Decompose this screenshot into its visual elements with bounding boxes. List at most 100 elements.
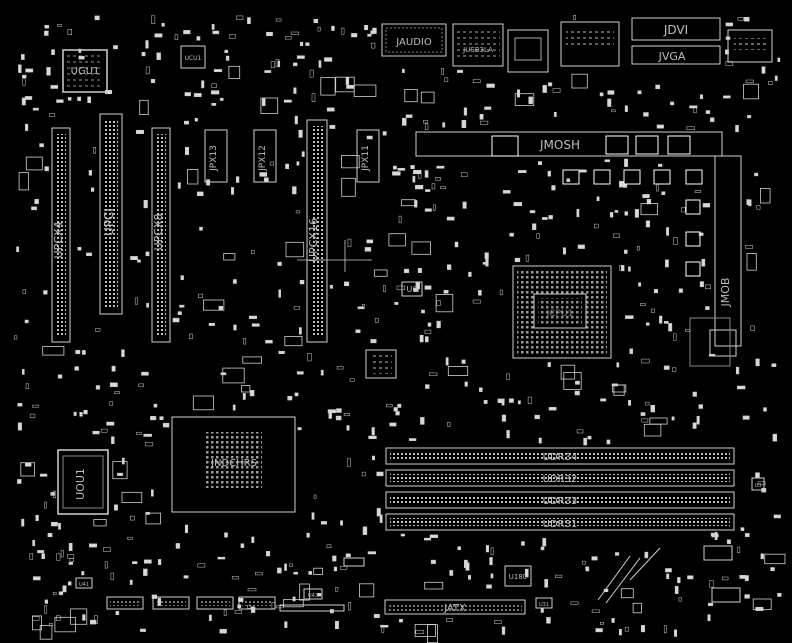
smd-part <box>296 371 304 375</box>
smd-part <box>517 170 527 173</box>
smd-part <box>335 620 339 630</box>
smd-part <box>197 563 206 568</box>
smd-part <box>424 208 432 212</box>
smd-part <box>593 223 599 229</box>
smd-part <box>263 177 269 182</box>
smd-part <box>611 618 615 623</box>
smd-part <box>579 169 587 173</box>
smd-part <box>424 170 429 178</box>
smd-part <box>404 268 410 274</box>
smd-part <box>562 247 566 255</box>
smd-part <box>699 281 704 288</box>
smd-part <box>534 414 540 420</box>
ic-part <box>313 567 323 575</box>
smd-part <box>399 619 403 623</box>
smd-part <box>277 261 282 266</box>
ic-part <box>374 269 388 277</box>
smd-part <box>44 24 50 29</box>
smd-part <box>17 422 22 431</box>
u6-label: U6 <box>407 285 418 294</box>
smd-part <box>143 200 148 209</box>
smd-part <box>297 427 302 431</box>
smd-part <box>292 186 297 195</box>
smd-part <box>737 546 741 554</box>
smd-part <box>101 428 108 433</box>
smd-part <box>270 61 275 68</box>
smd-part <box>277 567 282 574</box>
smd-part <box>290 31 300 35</box>
smd-part <box>177 311 182 315</box>
smd-part <box>21 54 25 60</box>
udr34-label: UDR34 <box>543 452 578 463</box>
u3-label: U3 <box>755 483 762 489</box>
smd-part <box>497 398 505 404</box>
ic-part <box>93 519 107 527</box>
smd-part <box>224 49 229 53</box>
smd-part <box>117 472 124 476</box>
upcx4-slot: UPCX4 <box>51 127 71 343</box>
smd-part <box>307 353 312 362</box>
smd-part <box>607 90 615 95</box>
smd-part <box>746 199 750 205</box>
smd-part <box>461 120 467 128</box>
smd-part <box>710 117 715 122</box>
smd-part <box>553 111 557 117</box>
smd-part <box>699 94 704 99</box>
smd-part <box>424 329 432 334</box>
smd-part <box>156 52 161 60</box>
smd-part <box>94 615 98 624</box>
ic-part <box>649 417 668 425</box>
smd-part <box>37 550 45 554</box>
smd-part <box>461 172 468 177</box>
ic-part <box>420 91 435 104</box>
smd-part <box>346 458 351 467</box>
smd-part <box>17 479 22 484</box>
vrm-controller <box>365 317 737 379</box>
smd-part <box>44 30 49 36</box>
upcx4-label: UPCX4 <box>52 222 65 259</box>
smd-part <box>393 407 398 412</box>
smd-part <box>650 405 655 413</box>
smd-part <box>343 413 350 417</box>
smd-part <box>219 97 224 101</box>
smd-part <box>39 143 44 148</box>
smd-part <box>183 30 191 35</box>
ic-part <box>643 423 662 437</box>
smd-part <box>670 101 675 106</box>
udr31-dimm: UDR31 <box>385 513 735 531</box>
udr32-dimm: UDR32 <box>385 469 735 487</box>
smd-part <box>702 203 711 208</box>
smd-part <box>707 614 711 622</box>
jpx12-header: JPX12 <box>253 129 277 183</box>
smd-part <box>251 536 255 543</box>
smd-part <box>394 302 399 305</box>
smd-part <box>17 403 23 407</box>
smd-part <box>251 323 260 327</box>
smd-part <box>392 171 401 176</box>
smd-part <box>329 125 336 129</box>
uou1-chip: UOU1 <box>57 449 109 515</box>
smd-part <box>69 558 74 562</box>
smd-part <box>628 266 631 272</box>
smd-part <box>429 534 439 538</box>
smd-part <box>723 95 731 99</box>
smd-part <box>49 113 56 117</box>
smd-part <box>103 547 111 552</box>
smd-part <box>636 246 640 251</box>
smd-part <box>490 547 494 556</box>
smd-part <box>357 306 364 310</box>
smd-part <box>210 90 220 95</box>
ic-part <box>640 203 659 216</box>
smd-part <box>249 390 255 397</box>
smd-part <box>296 55 305 59</box>
smd-part <box>547 362 551 367</box>
ic-part <box>424 581 444 590</box>
smd-part <box>336 408 342 413</box>
smd-part <box>32 404 39 408</box>
smd-part <box>311 93 316 102</box>
smd-part <box>656 183 659 192</box>
smd-part <box>574 390 580 396</box>
smd-part <box>150 416 157 421</box>
smd-part <box>208 322 215 326</box>
smd-part <box>544 579 549 588</box>
